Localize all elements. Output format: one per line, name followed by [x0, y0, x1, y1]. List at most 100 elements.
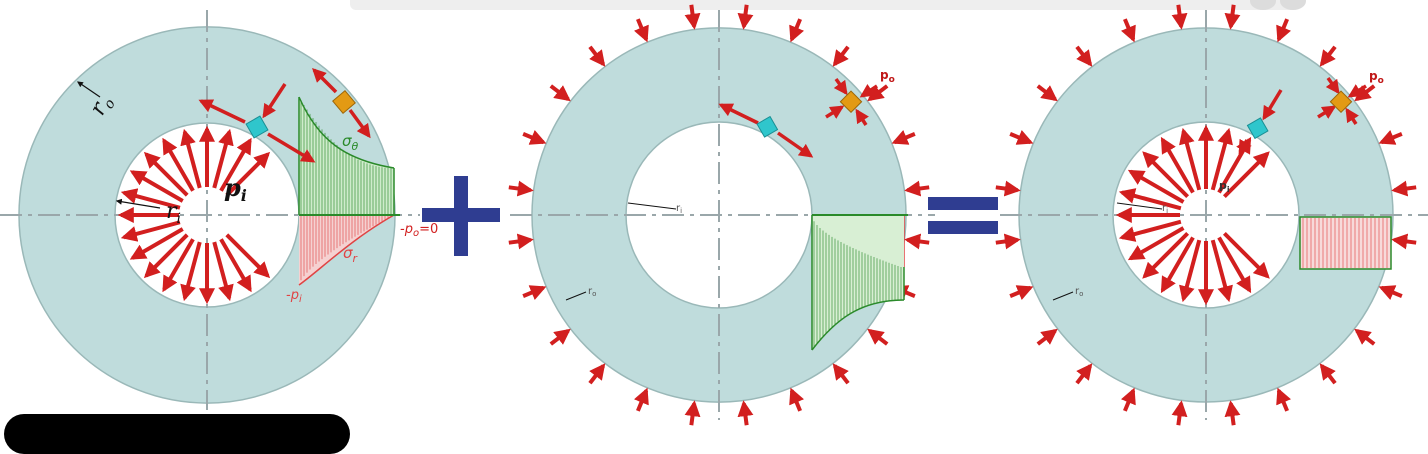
pressure-arrow-icon	[1217, 236, 1252, 294]
element-square-icon	[839, 90, 863, 114]
pressure-arrow-icon	[904, 180, 930, 197]
pressure-arrow-icon	[1276, 387, 1291, 412]
pressure-arrow-icon	[1319, 363, 1337, 385]
pressure-arrow-icon	[789, 387, 804, 412]
window-control-icon[interactable]	[1280, 0, 1306, 10]
label-ro: ro	[588, 286, 596, 298]
pressure-arrow-icon	[737, 4, 754, 30]
pressure-arrow-icon	[508, 180, 534, 197]
pressure-arrow-icon	[1391, 233, 1417, 250]
label-po: po	[880, 68, 895, 85]
pressure-arrow-icon	[1075, 45, 1093, 67]
pressure-arrow-icon	[180, 241, 202, 302]
pressure-arrow-icon	[1127, 226, 1185, 261]
pressure-arrow-icon	[1009, 130, 1034, 145]
pressure-arrow-icon	[588, 363, 606, 385]
element-square-icon	[245, 115, 269, 139]
pressure-arrow-icon	[1378, 130, 1403, 145]
pressure-arrow-icon	[867, 328, 889, 346]
element-square-icon	[332, 90, 356, 114]
plus-icon	[422, 176, 500, 256]
pressure-arrow-icon	[1222, 231, 1270, 279]
pressure-arrow-icon	[549, 328, 571, 346]
panel-internal-pressure: ro ri pi σθ σr -pi -po=0	[0, 10, 438, 410]
pressure-arrow-icon	[522, 130, 547, 145]
pressure-arrow-icon	[684, 400, 701, 426]
inner-radius-arrow	[115, 198, 161, 209]
pressure-arrow-icon	[904, 233, 930, 250]
pressure-arrow-icon	[1224, 400, 1241, 426]
pressure-arrow-icon	[212, 128, 234, 189]
element-outer	[312, 68, 371, 139]
pressure-arrow-icon	[634, 18, 649, 43]
pressure-arrow-icon	[549, 84, 571, 102]
pressure-arrow-icon	[219, 238, 252, 293]
element-outer	[825, 77, 878, 126]
pressure-arrow-icon	[1171, 4, 1188, 30]
pressure-arrow-icon	[995, 180, 1021, 197]
hoop-stress-plot	[811, 215, 905, 351]
element-outer	[1317, 76, 1367, 125]
internal-pressure-arrows	[117, 125, 271, 305]
pressure-arrow-icon	[1036, 328, 1058, 346]
pressure-arrow-icon	[1222, 151, 1270, 199]
pressure-arrow-icon	[588, 45, 606, 67]
pressure-arrow-icon	[120, 188, 181, 210]
pressure-arrow-icon	[1127, 169, 1185, 204]
pressure-arrow-icon	[1118, 188, 1182, 211]
caption-overlay	[4, 414, 350, 454]
pressure-arrow-icon	[143, 151, 189, 197]
external-pressure-arrows	[995, 4, 1417, 426]
pressure-arrow-icon	[1354, 328, 1376, 346]
pressure-arrow-icon	[1378, 285, 1403, 300]
pressure-arrow-icon	[1179, 239, 1202, 303]
pressure-arrow-icon	[1224, 4, 1241, 30]
pressure-arrow-icon	[212, 241, 234, 302]
window-top-bar	[350, 0, 1306, 10]
inner-radius-line	[627, 202, 677, 210]
pressure-arrow-icon	[1171, 400, 1188, 426]
label-ro: ro	[1075, 286, 1083, 298]
label-sigma-theta: σθ	[342, 132, 359, 153]
pressure-arrow-icon	[225, 151, 271, 197]
pressure-arrow-icon	[737, 400, 754, 426]
pressure-arrow-icon	[180, 128, 202, 189]
pressure-arrow-icon	[1391, 180, 1417, 197]
pressure-arrow-icon	[1210, 239, 1233, 303]
window-control-icon[interactable]	[1250, 0, 1276, 10]
pressure-arrow-icon	[832, 363, 850, 385]
pressure-arrow-icon	[120, 220, 181, 242]
radial-stress-plot	[298, 214, 395, 286]
pressure-arrow-icon	[1210, 127, 1233, 191]
panel-combined-pressure: po pi ri ro	[995, 4, 1428, 426]
equals-icon	[928, 197, 998, 234]
element-square-icon	[1329, 90, 1353, 114]
pressure-arrow-icon	[684, 4, 701, 30]
pressure-arrow-icon	[1118, 219, 1182, 242]
pressure-arrow-icon	[1121, 387, 1136, 412]
pressure-arrow-icon	[634, 387, 649, 412]
label-sigma-r: σr	[343, 244, 359, 265]
pressure-arrow-icon	[1276, 18, 1291, 43]
outer-radius-arrow	[77, 81, 101, 98]
pressure-arrow-icon	[129, 170, 184, 203]
combined-stress-plot	[1299, 216, 1392, 270]
label-neg-pi: -pi	[286, 288, 302, 305]
pressure-arrow-icon	[219, 137, 252, 192]
element-inner	[1238, 89, 1283, 155]
element-square-icon	[1246, 117, 1269, 140]
element-square-icon	[756, 115, 779, 138]
label-ri: ri	[676, 203, 682, 215]
pressure-arrow-icon	[522, 285, 547, 300]
pressure-arrow-icon	[143, 233, 189, 279]
element-inner	[198, 83, 316, 163]
panel-external-pressure: po ri ro	[508, 4, 935, 426]
pressure-arrow-icon	[1179, 127, 1202, 191]
outer-radius-line	[1052, 291, 1074, 301]
pressure-arrow-icon	[832, 45, 850, 67]
pressure-arrow-icon	[225, 233, 271, 279]
pressure-arrow-icon	[162, 238, 195, 293]
pressure-arrow-icon	[1160, 236, 1195, 294]
label-po: po	[1369, 69, 1384, 86]
superposition-diagram: ro ri pi σθ σr -pi -po=0	[0, 4, 1428, 426]
